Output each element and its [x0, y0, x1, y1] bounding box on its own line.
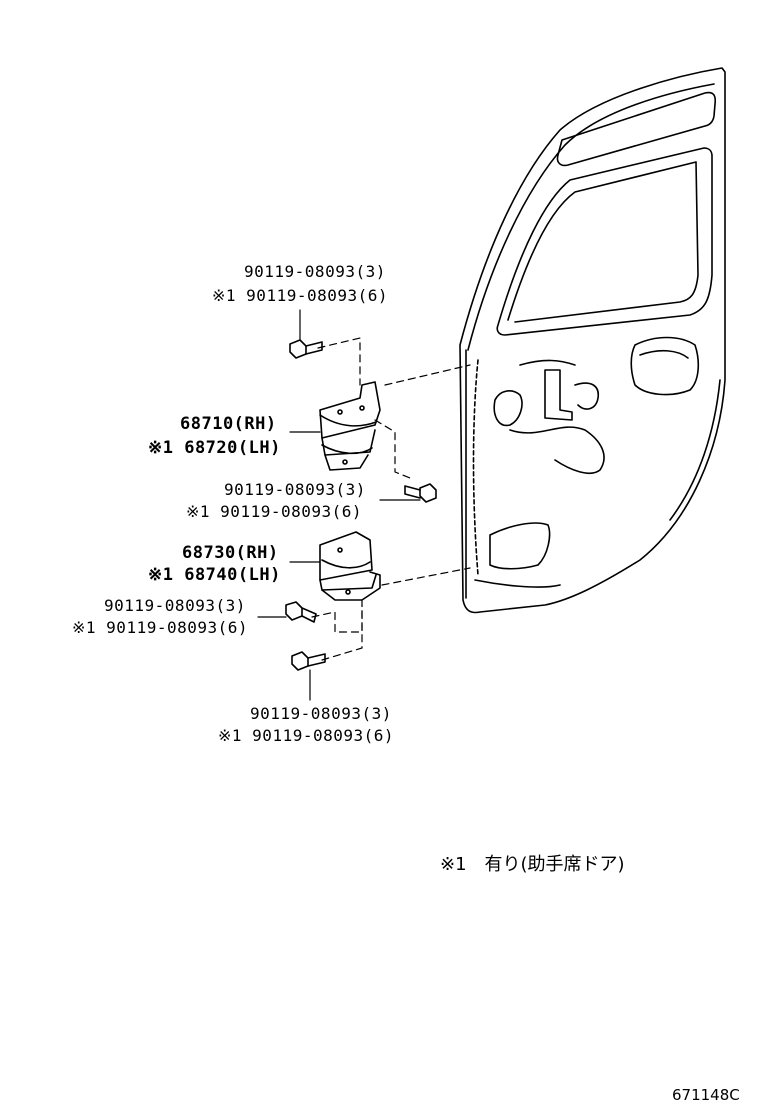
leader-lines	[257, 309, 421, 701]
footnote: ※1 有り(助手席ドア)	[440, 854, 625, 875]
bolt-icon-mid	[404, 483, 437, 503]
bolt-icon-top	[289, 339, 323, 359]
diagram-code: 671148C	[672, 1086, 740, 1104]
bottom-bolt-alt-part-number: ※1 90119-08093(6)	[218, 726, 395, 745]
lower-hinge-alt-part-number: ※1 68740(LH)	[148, 565, 281, 585]
lower-bolt-alt-part-number: ※1 90119-08093(6)	[72, 618, 249, 637]
door-panel	[459, 67, 726, 614]
top-bolt-alt-part-number: ※1 90119-08093(6)	[212, 286, 389, 305]
lower-hinge-icon	[319, 531, 381, 601]
mid-bolt-part-number: 90119-08093(3)	[224, 480, 366, 499]
bottom-bolt-part-number: 90119-08093(3)	[250, 704, 392, 723]
bolt-icon-bottom	[291, 651, 326, 671]
upper-hinge-alt-part-number: ※1 68720(LH)	[148, 438, 281, 458]
mid-bolt-alt-part-number: ※1 90119-08093(6)	[186, 502, 363, 521]
upper-hinge-icon	[319, 381, 381, 471]
alignment-lines	[311, 337, 471, 661]
lower-hinge-part-number: 68730(RH)	[182, 543, 279, 563]
lower-bolt-part-number: 90119-08093(3)	[104, 596, 246, 615]
upper-hinge-part-number: 68710(RH)	[180, 414, 277, 434]
top-bolt-part-number: 90119-08093(3)	[244, 262, 386, 281]
bolt-icon-lower	[285, 601, 317, 623]
